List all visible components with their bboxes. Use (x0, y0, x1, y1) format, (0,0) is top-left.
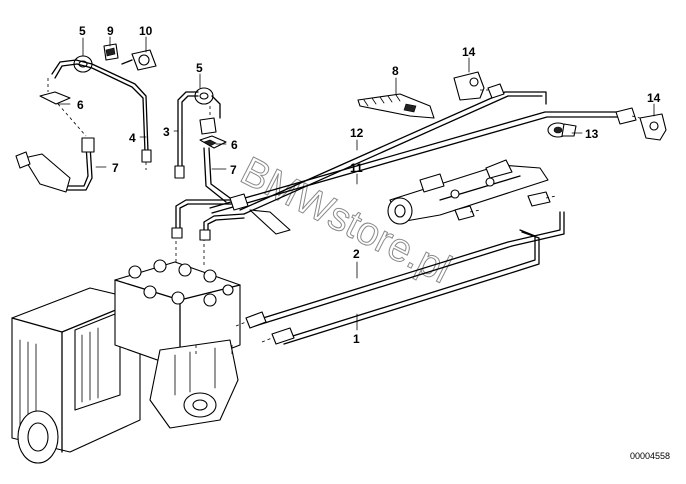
callout-7b: 7 (230, 163, 237, 177)
callout-5a: 5 (79, 24, 86, 38)
callout-labels: 1 2 3 4 5 5 6 6 7 7 8 9 10 11 12 13 14 1… (77, 24, 661, 346)
callout-6b: 6 (231, 138, 238, 152)
pipe-holder-bracket (357, 93, 435, 119)
brake-line-tee-lower (615, 107, 667, 141)
front-brake-hose-assembly-right (174, 87, 231, 203)
line-fitting (235, 311, 295, 345)
brake-line-12 (239, 91, 547, 215)
abs-hydraulic-unit (11, 232, 241, 464)
diagram-reference-number: 00004558 (630, 451, 670, 461)
front-brake-hose-assembly-left (15, 43, 157, 193)
callout-6a: 6 (77, 98, 84, 112)
callout-9: 9 (107, 24, 114, 38)
callout-14a: 14 (462, 45, 476, 59)
callout-10: 10 (139, 24, 153, 38)
callout-3: 3 (163, 125, 170, 139)
callout-12: 12 (350, 126, 364, 140)
callout-5b: 5 (196, 61, 203, 75)
callout-1: 1 (353, 332, 360, 346)
callout-11: 11 (350, 161, 363, 175)
brake-line-2 (279, 229, 540, 345)
union-fittings (171, 193, 291, 241)
brake-line-11 (209, 111, 621, 214)
pipe-clip (547, 122, 577, 138)
brake-line-tee-upper (453, 71, 505, 101)
brake-line-3 (175, 199, 233, 233)
brake-line-4 (203, 213, 245, 235)
callout-4: 4 (129, 131, 136, 145)
leader-lines (57, 36, 655, 331)
callout-14b: 14 (647, 91, 661, 105)
callout-13: 13 (585, 127, 599, 141)
callout-7a: 7 (112, 161, 119, 175)
callout-2: 2 (353, 247, 360, 261)
master-cylinder (387, 159, 557, 225)
callout-8: 8 (392, 64, 399, 78)
